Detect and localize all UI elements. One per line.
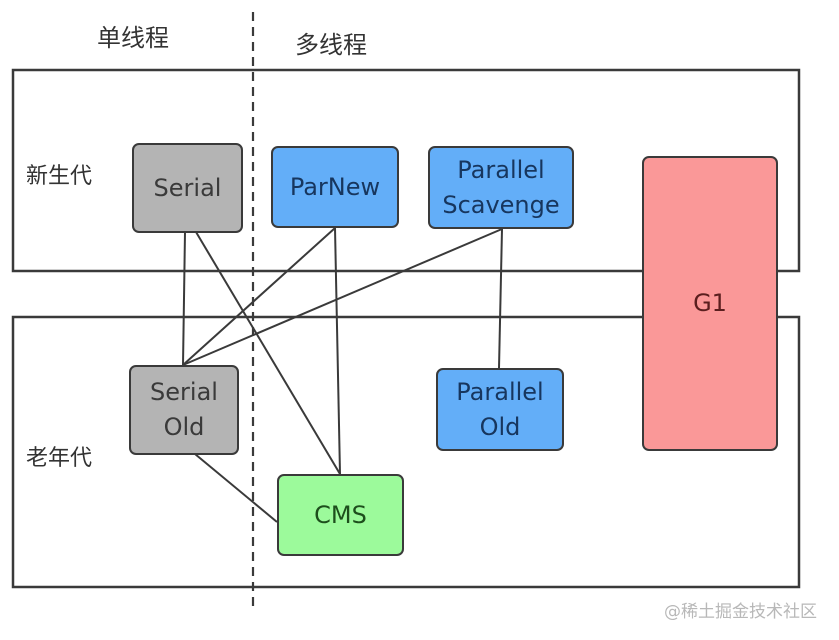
connection-parnew-to-cms [334, 227, 341, 475]
watermark: @稀土掘金技术社区 [664, 602, 817, 622]
connection-parallel-scavenge-to-serial-old [182, 228, 503, 366]
young-generation-label: 新生代 [26, 164, 93, 189]
connection-parallel-scavenge-to-parallel-old [498, 228, 503, 369]
old-generation-region [11, 315, 801, 589]
connection-serial-to-serial-old [182, 231, 186, 366]
serial-collector-box: Serial [132, 143, 243, 233]
connection-parnew-to-serial-old [182, 227, 336, 366]
parallel-scavenge-collector-box: Parallel Scavenge [428, 146, 574, 229]
multi-thread-header: 多线程 [295, 31, 367, 59]
old-generation-label: 老年代 [26, 446, 93, 471]
connection-serial-old-to-cms [194, 453, 278, 523]
parnew-collector-box: ParNew [271, 146, 399, 228]
g1-collector-box: G1 [642, 156, 778, 451]
parallel-old-collector-box: Parallel Old [436, 368, 564, 451]
cms-collector-box: CMS [277, 474, 404, 556]
serial-old-collector-box: Serial Old [129, 365, 239, 455]
connection-serial-to-cms [195, 231, 341, 475]
single-thread-header: 单线程 [97, 24, 169, 52]
